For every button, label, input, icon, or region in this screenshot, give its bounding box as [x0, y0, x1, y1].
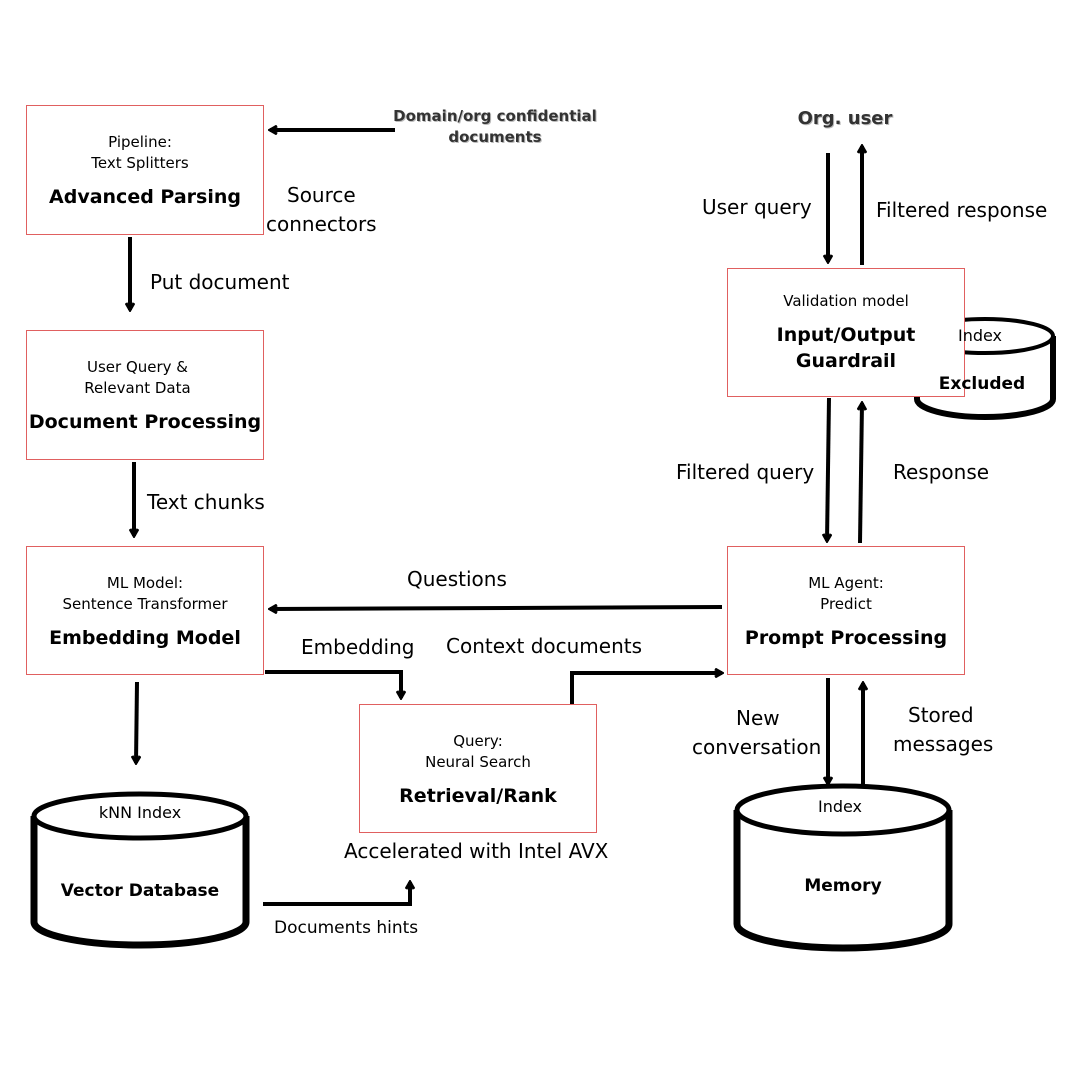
prompt-processing-box: ML Agent: Predict Prompt Processing [727, 546, 965, 675]
domain-docs-label-1: Domain/org confidential [393, 107, 597, 125]
embedding-label: Embedding [301, 635, 415, 659]
document-processing-box: User Query & Relevant Data Document Proc… [26, 330, 264, 460]
vector-db-title: Vector Database [60, 881, 220, 901]
accelerated-label: Accelerated with Intel AVX [344, 839, 609, 863]
text-chunks-label: Text chunks [147, 490, 265, 514]
advanced-parsing-subtitle-2: Text Splitters [91, 154, 189, 172]
excluded-index-label: Index [957, 326, 1003, 345]
arrow-documents-hints [263, 882, 410, 906]
stored-messages-label-1: Stored [908, 703, 974, 727]
new-conversation-label-2: conversation [692, 735, 822, 759]
filtered-query-label: Filtered query [676, 460, 815, 484]
questions-label: Questions [407, 567, 507, 591]
org-user-label: Org. user [797, 108, 893, 129]
retrieval-rank-subtitle-2: Neural Search [425, 752, 531, 771]
excluded-title: Excluded [938, 374, 1026, 394]
vector-database-cylinder [30, 791, 250, 949]
guardrail-subtitle: Validation model [783, 292, 909, 310]
prompt-processing-title: Prompt Processing [744, 626, 948, 649]
embedding-model-box: ML Model: Sentence Transformer Embedding… [26, 546, 264, 675]
guardrail-box: Validation model Input/Output Guardrail [727, 268, 965, 397]
new-conversation-label-1: New [736, 706, 780, 730]
put-document-label: Put document [150, 270, 290, 294]
user-query-label: User query [702, 195, 812, 219]
response-label: Response [893, 460, 990, 484]
stored-messages-label-2: messages [893, 732, 994, 756]
vector-db-index-label: kNN Index [98, 803, 182, 822]
document-processing-subtitle-2: Relevant Data [84, 379, 191, 397]
embedding-model-subtitle-2: Sentence Transformer [62, 594, 228, 613]
arrow-filtered-query [827, 397, 829, 541]
domain-docs-label-2: documents [448, 128, 542, 146]
arrow-context-documents [570, 673, 722, 704]
memory-cylinder [733, 783, 953, 952]
source-connectors-label-1: Source [287, 183, 356, 207]
guardrail-title-2: Guardrail [795, 350, 897, 372]
arrow-response [860, 403, 862, 544]
retrieval-rank-box: Query: Neural Search Retrieval/Rank [359, 704, 597, 833]
embedding-model-title: Embedding Model [49, 626, 241, 649]
retrieval-rank-title: Retrieval/Rank [399, 784, 557, 807]
retrieval-rank-subtitle-1: Query: [453, 731, 503, 750]
prompt-processing-subtitle-2: Predict [820, 594, 872, 613]
advanced-parsing-box: Pipeline: Text Splitters Advanced Parsin… [26, 105, 264, 235]
arrow-questions [270, 607, 723, 609]
context-documents-label: Context documents [446, 634, 643, 658]
advanced-parsing-subtitle-1: Pipeline: [108, 133, 172, 151]
arrow-embedding-to-db [136, 681, 137, 763]
memory-index-label: Index [817, 797, 863, 816]
document-processing-title: Document Processing [28, 411, 262, 433]
memory-title: Memory [804, 876, 882, 896]
documents-hints-label: Documents hints [274, 918, 419, 938]
arrow-embedding [265, 670, 401, 698]
source-connectors-label-2: connectors [266, 212, 377, 236]
filtered-response-label: Filtered response [876, 198, 1048, 222]
advanced-parsing-title: Advanced Parsing [49, 186, 241, 208]
prompt-processing-subtitle-1: ML Agent: [808, 573, 884, 592]
document-processing-subtitle-1: User Query & [86, 358, 188, 376]
guardrail-title-1: Input/Output [776, 324, 916, 346]
embedding-model-subtitle-1: ML Model: [106, 573, 184, 592]
